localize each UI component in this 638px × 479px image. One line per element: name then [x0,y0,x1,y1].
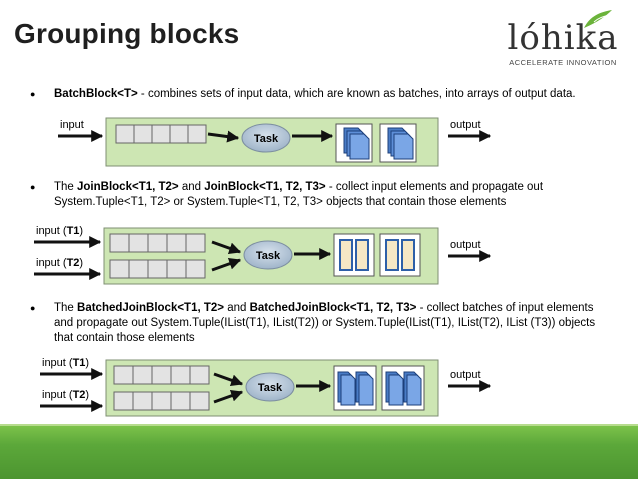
task-node [241,123,291,153]
task-node [245,372,295,402]
bullet-term: BatchedJoinBlock<T1, T2, T3> [249,302,417,314]
company-logo: lóhika ACCELERATE INNOVATION [498,8,628,74]
page-title: Grouping blocks [14,18,240,49]
task-label: Task [258,382,283,394]
logo-wordmark: lóhika [507,18,619,58]
input-t1-label: input (T1) [42,357,89,369]
bullet-description: - combines sets of input data, which are… [137,88,576,100]
bullet-dot: ● [30,303,36,313]
slide-footer [0,426,638,479]
flow-arrow [207,130,240,143]
bullet-term: BatchedJoinBlock<T1, T2> [77,302,225,314]
tuple-item [355,239,369,271]
footer-divider [0,424,638,427]
leaf-icon [584,10,612,28]
flow-arrow-t1 [213,372,244,387]
input-buffer [115,124,207,144]
batchedjoinblock-diagram: input (T1) input (T2) Task [40,357,492,417]
input-label: input [60,119,84,131]
batchblock-diagram: input Task output [58,117,492,167]
bullet-description: - collect input elements and propagate o… [54,181,544,208]
bullet-batchblock: ● BatchBlock<T> - combines sets of input… [30,87,620,103]
tuple-item [339,239,353,271]
task-node [243,240,293,270]
task-label: Task [256,250,281,262]
bullet-term: BatchBlock<T> [54,88,138,100]
bullet-dot: ● [30,182,36,192]
document-pair-icon [337,371,374,406]
task-label: Task [254,133,279,145]
bullet-dot: ● [30,89,36,99]
output-label: output [450,239,481,251]
document-pair-icon [385,371,422,406]
input-t2-label: input (T2) [42,389,89,401]
bullet-term: JoinBlock<T1, T2> [77,181,179,193]
flow-arrow-t2 [213,389,244,404]
document-stack-icon [387,127,414,160]
input-buffer-t2 [113,391,210,411]
output-tuples [333,233,421,277]
flow-arrow-t2 [211,257,242,272]
document-stack-icon [343,127,370,160]
input-buffer-t1 [109,233,206,253]
flow-arrow-t1 [211,240,242,255]
bullet-description: - collect batches of input elements and … [54,302,596,344]
input-buffer-t1 [113,365,210,385]
output-array [335,123,417,163]
output-label: output [450,369,481,381]
bullet-term: JoinBlock<T1, T2, T3> [204,181,326,193]
tuple-item [385,239,399,271]
input-t1-label: input (T1) [36,225,83,237]
output-batched-tuples [333,365,425,411]
tuple-item [401,239,415,271]
bullet-joinblock: ● The JoinBlock<T1, T2> and JoinBlock<T1… [30,181,544,208]
input-buffer-t2 [109,259,206,279]
bullet-batchedjoinblock: ● The BatchedJoinBlock<T1, T2> and Batch… [30,302,596,344]
joinblock-diagram: input (T1) input (T2) Task output [34,225,492,285]
logo-tagline: ACCELERATE INNOVATION [509,58,617,67]
output-label: output [450,119,481,131]
input-t2-label: input (T2) [36,257,83,269]
